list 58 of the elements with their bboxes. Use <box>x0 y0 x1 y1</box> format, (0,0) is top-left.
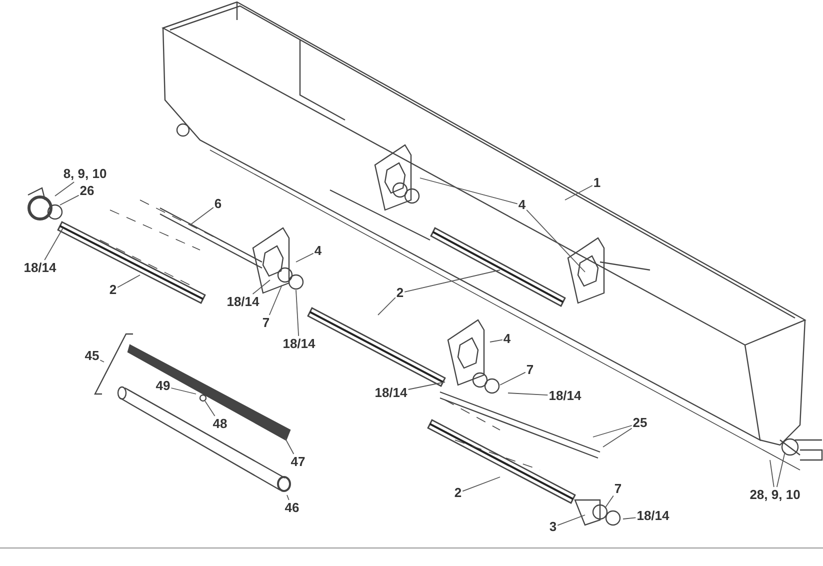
leader-line <box>508 392 548 396</box>
leader-line <box>190 207 214 226</box>
leader-line <box>378 297 396 316</box>
callout-number: 48 <box>212 417 228 431</box>
leader-line <box>557 514 586 526</box>
callout-number: 3 <box>549 520 557 534</box>
leader-line <box>602 428 632 448</box>
callout-number: 46 <box>284 501 300 515</box>
callout-number: 26 <box>80 184 94 198</box>
leader-line <box>296 252 314 262</box>
callout-number: 4 <box>314 244 322 258</box>
leader-line <box>286 494 290 500</box>
callout-number: 2 <box>109 283 117 297</box>
leader-line <box>117 274 140 288</box>
leader-line <box>776 452 786 488</box>
leader-line <box>100 360 104 362</box>
callout-number: 49 <box>156 379 170 393</box>
leader-line <box>170 388 196 394</box>
callout-number: 6 <box>214 197 222 211</box>
leader-line <box>526 209 586 272</box>
leader-line <box>770 460 774 488</box>
callout-number: 7 <box>526 363 534 377</box>
callout-number: 7 <box>262 316 270 330</box>
leader-line <box>592 425 632 438</box>
callout-number: 28, 9, 10 <box>750 488 800 502</box>
callout-number: 18/14 <box>226 295 260 309</box>
leader-line <box>204 400 216 416</box>
leader-line <box>284 438 294 454</box>
leader-line <box>462 476 500 492</box>
leader-line <box>408 382 446 390</box>
leader-line <box>404 270 500 292</box>
callout-number: 4 <box>518 198 526 212</box>
leader-line <box>60 194 80 206</box>
leader-line <box>500 372 526 386</box>
callout-number: 7 <box>614 482 622 496</box>
callout-number: 47 <box>290 455 306 469</box>
leader-line <box>490 339 503 342</box>
callout-number: 18/14 <box>636 509 670 523</box>
callout-number: 2 <box>454 486 462 500</box>
leader-line <box>44 228 64 260</box>
leader-line <box>622 517 636 520</box>
callout-number: 18/14 <box>24 261 56 275</box>
callout-number: 25 <box>632 416 648 430</box>
leader-line <box>268 284 282 316</box>
callout-number: 2 <box>396 286 404 300</box>
callout-number: 8, 9, 10 <box>63 167 107 181</box>
leader-line <box>604 495 614 508</box>
leader-line <box>252 280 270 294</box>
callout-number: 1 <box>593 176 601 190</box>
leader-line <box>296 290 300 336</box>
callout-number: 45 <box>84 349 100 363</box>
callout-number: 18/14 <box>374 386 408 400</box>
leader-line <box>54 182 75 196</box>
leader-line <box>564 185 593 200</box>
callout-number: 18/14 <box>282 337 316 351</box>
callout-number: 4 <box>503 332 511 346</box>
callout-number: 18/14 <box>548 389 582 403</box>
leader-line <box>420 178 518 204</box>
